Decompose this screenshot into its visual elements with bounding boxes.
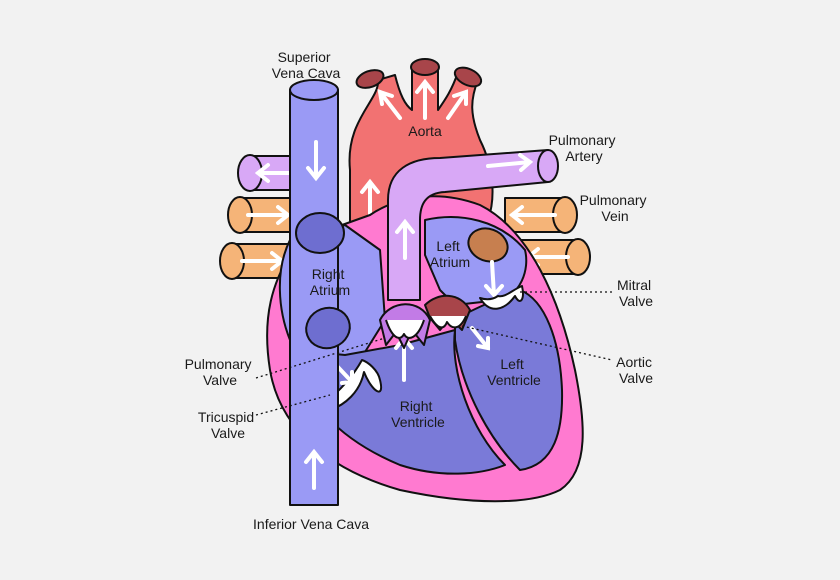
pulmonary-vein-left	[219, 196, 301, 280]
label-aorta: Aorta	[408, 123, 442, 139]
label-pulmonary-valve: Pulmonary Valve	[185, 356, 256, 388]
label-superior-vena-cava: Superior Vena Cava	[272, 49, 341, 81]
mitral-valve-shape	[479, 285, 524, 310]
label-right-ventricle: Right Ventricle	[391, 398, 445, 430]
labels: Superior Vena Cava Aorta Pulmonary Arter…	[185, 49, 656, 532]
pulmonary-valve-shape	[379, 303, 431, 349]
label-tricuspid-valve: Tricuspid Valve	[198, 409, 258, 441]
label-left-atrium: Left Atrium	[430, 238, 470, 270]
label-pulmonary-vein: Pulmonary Vein	[580, 192, 651, 224]
label-pulmonary-artery: Pulmonary Artery	[549, 132, 620, 164]
pulmonary-artery-trunk	[387, 149, 559, 301]
label-mitral-valve: Mitral Valve	[617, 277, 655, 309]
left-atrium	[424, 216, 528, 306]
leader-lines	[255, 291, 613, 416]
aortic-valve-shape	[424, 294, 471, 331]
label-left-ventricle: Left Ventricle	[487, 356, 541, 388]
label-right-atrium: Right Atrium	[310, 266, 350, 298]
label-inferior-vena-cava: Inferior Vena Cava	[253, 516, 369, 532]
label-aortic-valve: Aortic Valve	[616, 354, 656, 386]
tricuspid-valve-shape	[327, 359, 383, 411]
vena-cava	[289, 79, 351, 506]
